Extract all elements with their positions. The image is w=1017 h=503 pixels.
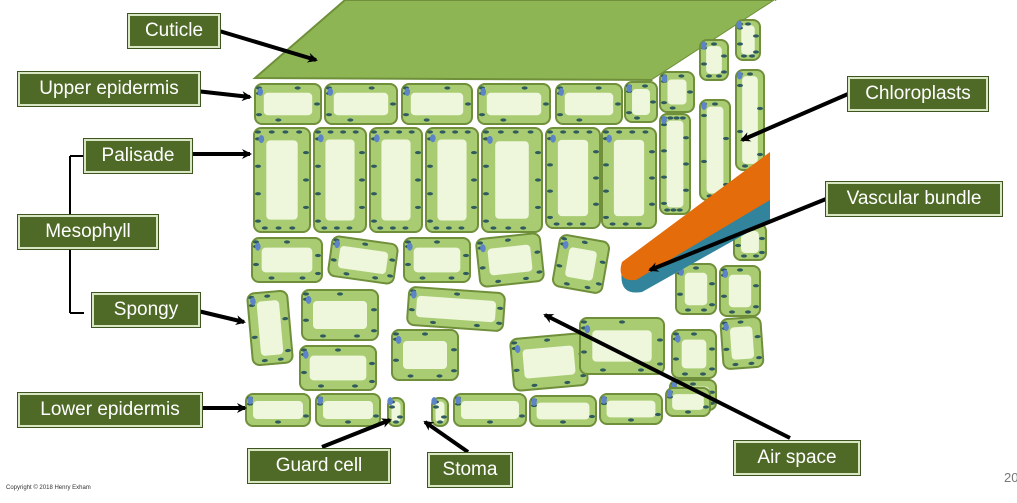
label-arrows	[188, 28, 849, 454]
spongy-mesophyll-cell	[719, 316, 765, 370]
upper-epidermis-cell	[659, 71, 695, 113]
arrow-upper-epidermis	[195, 89, 252, 102]
palisade-cell	[425, 127, 479, 233]
spongy-mesophyll-cell	[327, 235, 399, 285]
arrow-stoma	[423, 420, 470, 454]
cuticle-layer	[252, 0, 777, 82]
label-stoma: Stoma	[427, 452, 513, 488]
arrow-spongy	[197, 309, 246, 326]
spongy-mesophyll-cell	[403, 237, 471, 283]
lower-epidermis-cell	[245, 393, 311, 427]
lower-epidermis-cell	[529, 395, 597, 427]
arrow-guard-cell	[321, 418, 392, 449]
side-face-cell	[699, 39, 729, 81]
arrow-air-space	[543, 313, 791, 440]
copyright-text: Copyright © 2018 Henry Exham	[6, 485, 91, 491]
label-upper-epidermis: Upper epidermis	[17, 71, 201, 107]
palisade-cell	[601, 127, 657, 229]
spongy-mesophyll-cell	[551, 234, 611, 294]
spongy-mesophyll-cell	[299, 345, 377, 391]
label-cuticle: Cuticle	[127, 13, 221, 49]
lower-epidermis-cell	[599, 393, 663, 425]
arrow-chloroplasts	[740, 92, 849, 142]
lower-epidermis-cell	[665, 387, 711, 417]
upper-epidermis-cell	[555, 83, 623, 125]
spongy-mesophyll-cell	[246, 289, 294, 367]
side-face-cell	[699, 99, 731, 201]
upper-epidermis-cell	[401, 83, 473, 125]
arrow-vascular-bundle	[648, 197, 827, 272]
spongy-mesophyll-cell	[475, 232, 545, 288]
spongy-mesophyll-cell	[671, 329, 717, 379]
palisade-cell	[545, 127, 601, 229]
slide-number: 20	[1004, 470, 1017, 485]
upper-epidermis-cell	[477, 83, 551, 125]
label-air-space: Air space	[733, 440, 861, 476]
side-face-cell	[735, 69, 765, 171]
leaf-cells	[245, 19, 767, 427]
upper-epidermis-cell	[624, 81, 658, 123]
spongy-mesophyll-cell	[406, 286, 506, 332]
label-guard-cell: Guard cell	[247, 448, 391, 484]
palisade-cell	[313, 127, 367, 233]
lower-epidermis-cell	[453, 393, 527, 427]
spongy-mesophyll-cell	[579, 317, 665, 375]
spongy-mesophyll-cell	[301, 289, 379, 341]
palisade-cell	[659, 113, 691, 215]
spongy-mesophyll-cell	[251, 237, 323, 283]
spongy-mesophyll-cell	[719, 265, 761, 317]
upper-epidermis-cell	[254, 83, 322, 125]
label-mesophyll: Mesophyll	[17, 214, 159, 250]
spongy-mesophyll-cell	[675, 263, 717, 315]
spongy-mesophyll-cell	[509, 332, 589, 392]
lower-epidermis-cell	[315, 393, 381, 427]
spongy-mesophyll-cell	[391, 329, 459, 381]
label-vascular-bundle: Vascular bundle	[825, 181, 1003, 217]
label-lower-epidermis: Lower epidermis	[17, 392, 203, 428]
palisade-cell	[369, 127, 423, 233]
arrow-cuticle	[215, 28, 318, 63]
label-palisade: Palisade	[83, 138, 193, 174]
lower-epidermis-cell	[387, 397, 405, 427]
lower-epidermis-cell	[431, 397, 449, 427]
palisade-cell	[253, 127, 311, 233]
upper-epidermis-cell	[324, 83, 398, 125]
label-chloroplasts: Chloroplasts	[847, 76, 989, 112]
palisade-cell	[481, 127, 543, 233]
label-spongy: Spongy	[91, 292, 201, 328]
side-face-cell	[735, 19, 761, 61]
